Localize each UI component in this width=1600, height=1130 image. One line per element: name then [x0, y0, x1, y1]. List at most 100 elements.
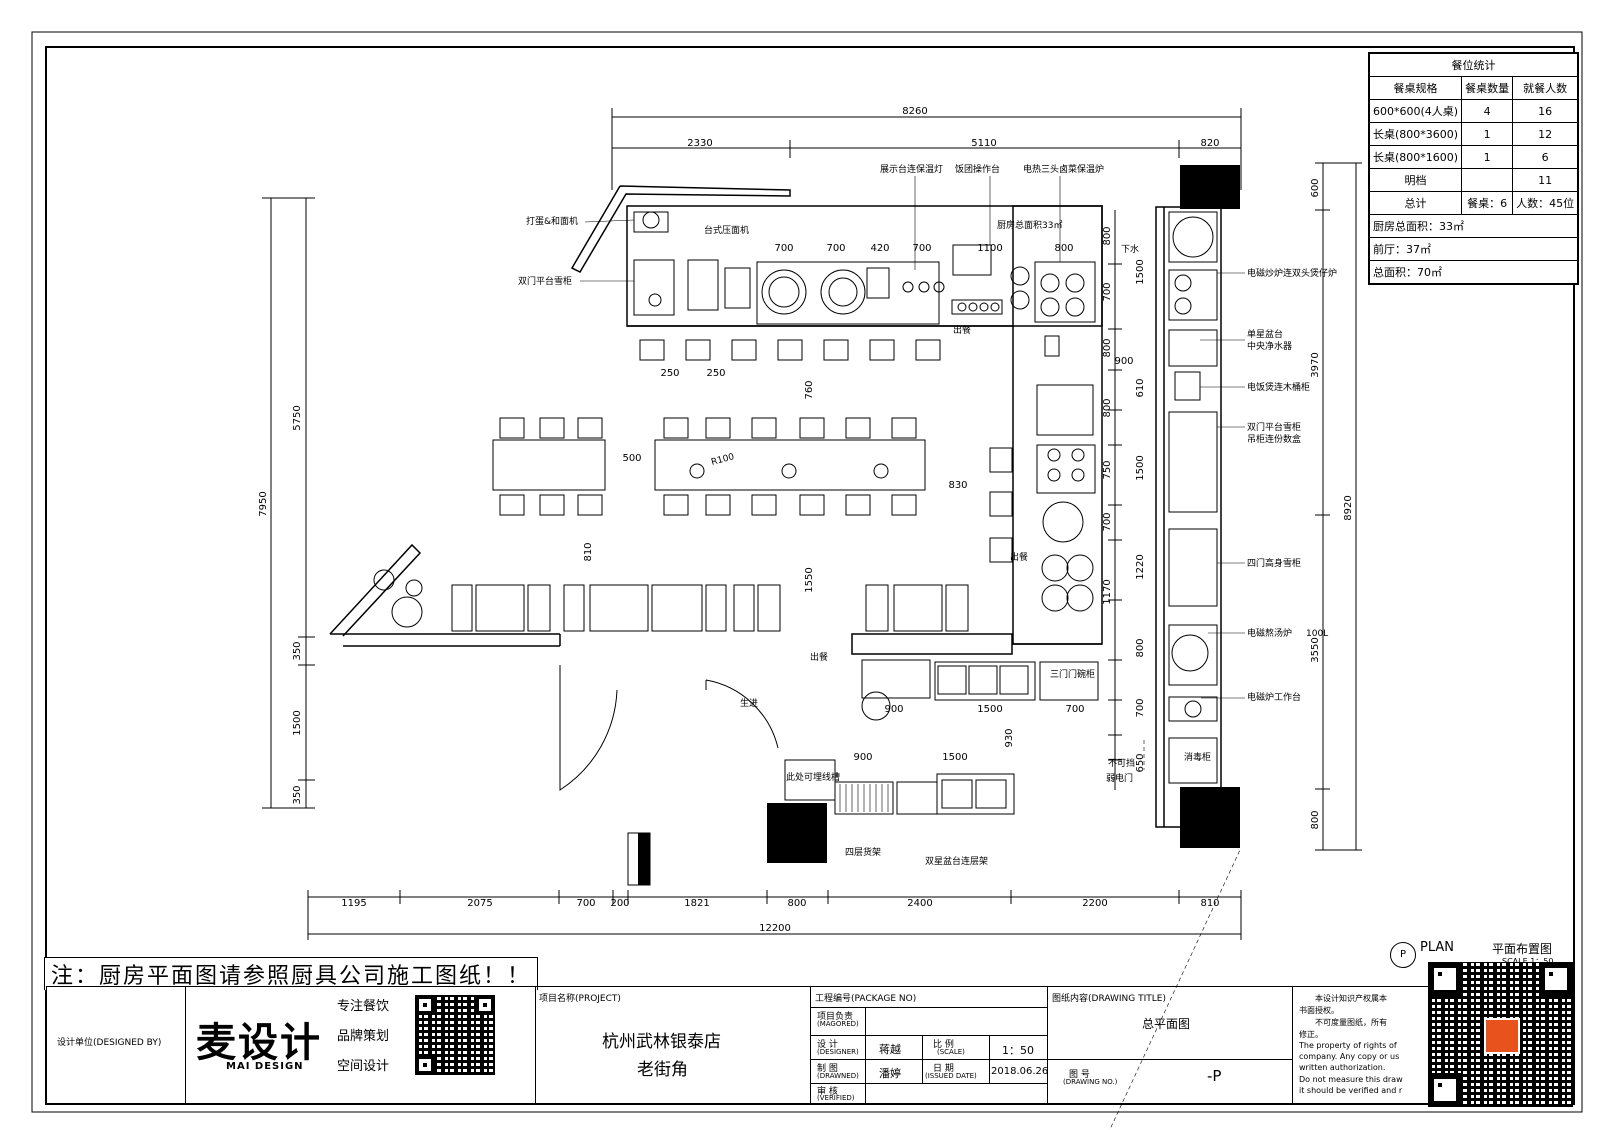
dim-misc: 1500	[942, 752, 967, 763]
sheet-inner-border	[45, 46, 1575, 1105]
dim-equip: 700	[826, 243, 845, 254]
label-four-shelf: 四层货架	[845, 846, 881, 858]
drawn-en: (DRAWNED)	[817, 1072, 859, 1080]
dim-left-total: 7950	[258, 491, 269, 516]
designer-en: (DESIGNER)	[817, 1048, 859, 1056]
dim-inner: 900	[1114, 356, 1133, 367]
label-serve: 出餐	[810, 651, 828, 663]
dim-equip: 420	[870, 243, 889, 254]
seat-count: 4	[1461, 99, 1514, 123]
label-induction-wok: 电磁炒炉连双头煲仔炉	[1247, 267, 1337, 279]
label-noodle-press: 台式压面机	[704, 224, 749, 236]
drawing-no: -P	[1207, 1067, 1222, 1085]
dim-misc: 1500	[977, 704, 1002, 715]
seat-count: 1	[1461, 122, 1514, 146]
company-logo: 麦设计	[196, 1020, 322, 1066]
dim-top-a: 2330	[687, 138, 712, 149]
drawing-title-label: 图纸内容(DRAWING TITLE)	[1052, 994, 1166, 1004]
dim-inner: 800	[1102, 226, 1113, 245]
project-label: 项目名称(PROJECT)	[539, 994, 621, 1004]
package-label: 工程编号(PACKAGE NO)	[815, 994, 917, 1004]
manager-cn: 项目负责	[817, 1012, 854, 1022]
seat-spec: 600*600(4人桌)	[1368, 99, 1463, 123]
dim-bottom: 700	[576, 898, 595, 909]
dim-left-a: 5750	[292, 405, 303, 430]
dim-left-c: 1500	[292, 710, 303, 735]
qr-code-large-icon	[1428, 962, 1573, 1107]
dim-inner: 700	[1135, 698, 1146, 717]
dim-left-d: 350	[292, 785, 303, 804]
label-cable: 此处可埋线槽	[786, 771, 840, 783]
table-row: 长桌(800*1600) 1 6	[1368, 145, 1579, 169]
scale-cn: 比 例	[933, 1040, 954, 1050]
plan-scale: SCALE 1：50	[1502, 956, 1553, 967]
dim-bottom: 200	[610, 898, 629, 909]
label-double-door-fridge-right: 双门平台雪柜	[1247, 421, 1301, 433]
dim-inner: 1500	[1135, 259, 1146, 284]
dim-inner: 700	[1102, 282, 1113, 301]
seat-people: 6	[1512, 145, 1579, 169]
copyright-cn-1: 本设计知识产权属本	[1315, 994, 1387, 1003]
dim-equip: 800	[1054, 243, 1073, 254]
label-display-lamp: 展示台连保温灯	[880, 163, 943, 175]
dim-misc: 930	[1004, 728, 1015, 747]
dim-bottom: 2075	[467, 898, 492, 909]
date-cn: 日 期	[933, 1064, 954, 1074]
dim-right-total: 8920	[1343, 495, 1354, 520]
project-name-1: 杭州武林银泰店	[602, 1032, 721, 1052]
copyright-en-5: it should be verified and r	[1299, 1086, 1403, 1095]
dim-inner: 800	[1102, 338, 1113, 357]
label-three-head: 电热三头卤菜保温炉	[1023, 163, 1104, 175]
label-double-sink: 双星盆台连层架	[925, 855, 988, 867]
drawn-cn: 制 图	[817, 1064, 838, 1074]
dim-right-d: 800	[1310, 810, 1321, 829]
dim-top-b: 5110	[971, 138, 996, 149]
title-block: 设计单位(DESIGNED BY) 专注餐饮 品牌策划 空间设计 项目名称(PR…	[46, 986, 1574, 1104]
label-serve: 出餐	[953, 324, 971, 336]
copyright-en-2: company. Any copy or us	[1299, 1052, 1400, 1061]
total-area-text: 总面积：70㎡	[1368, 260, 1579, 285]
dim-bottom: 2400	[907, 898, 932, 909]
dim-right-c: 3550	[1310, 637, 1321, 662]
kitchen-area-text: 厨房总面积：33㎡	[1368, 214, 1579, 238]
dim-equip: 1100	[977, 243, 1002, 254]
column-bottom-right	[1180, 787, 1240, 848]
qr-code-icon	[415, 995, 495, 1075]
seat-table-header: 餐桌规格	[1368, 76, 1463, 100]
seat-table-header: 餐桌数量	[1461, 76, 1514, 100]
project-name-2: 老街角	[637, 1060, 688, 1080]
dim-top-total: 8260	[902, 106, 927, 117]
dim-misc: 500	[622, 453, 641, 464]
label-soup-capacity: 100L	[1306, 629, 1328, 639]
dim-misc: 900	[853, 752, 872, 763]
label-rice-ball: 饭团操作台	[955, 163, 1000, 175]
label-serve: 出餐	[1010, 551, 1028, 563]
dim-top-c: 820	[1200, 138, 1219, 149]
plan-title: 平面布置图	[1492, 942, 1553, 956]
dim-misc: 1550	[804, 567, 815, 592]
label-drain: 下水	[1121, 243, 1139, 255]
slogan-3: 空间设计	[337, 1059, 390, 1074]
column-top-right	[1180, 165, 1240, 209]
designer-name: 蒋越	[879, 1043, 901, 1056]
drawing-no-en: (DRAWING NO.)	[1063, 1078, 1118, 1086]
qr-center-logo-icon	[1484, 1018, 1520, 1054]
copyright-en-4: Do not measure this draw	[1299, 1075, 1403, 1084]
plan-word: PLAN	[1420, 940, 1454, 955]
seat-total-people: 人数：45位	[1512, 191, 1579, 215]
copyright-en-3: written authorization.	[1299, 1063, 1386, 1072]
copyright-cn-3: 不可度量图纸，所有	[1315, 1018, 1387, 1027]
label-double-door-fridge-left: 双门平台雪柜	[518, 275, 572, 287]
label-water-purifier: 中央净水器	[1247, 340, 1292, 352]
dim-bottom: 800	[787, 898, 806, 909]
label-soup-stove: 电磁熬汤炉	[1247, 627, 1292, 639]
date-value: 2018.06.26	[991, 1066, 1049, 1077]
dim-misc: 810	[583, 542, 594, 561]
date-en: (ISSUED DATE)	[925, 1072, 977, 1080]
seat-spec: 长桌(800*3600)	[1368, 122, 1463, 146]
slogan-1: 专注餐饮	[337, 999, 390, 1014]
dim-bottom: 1821	[684, 898, 709, 909]
drawing-no-cn: 图 号	[1069, 1070, 1090, 1080]
table-row: 明档 11	[1368, 168, 1579, 192]
front-area-text: 前厅：37㎡	[1368, 237, 1579, 261]
